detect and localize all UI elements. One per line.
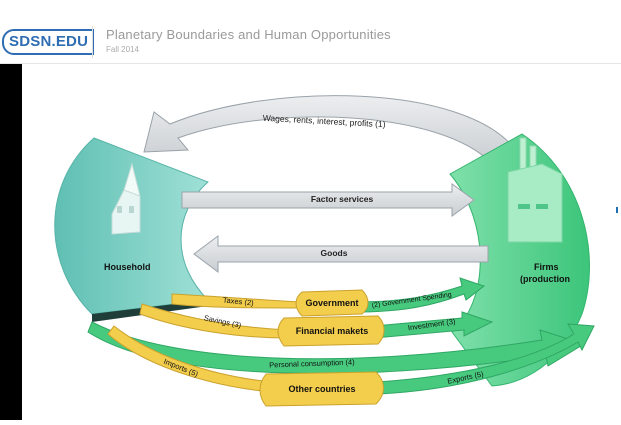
slide-content: Wages, rents, interest, profits (1) Hous…	[22, 64, 621, 420]
factory-icon	[507, 137, 563, 243]
logo-text: SDSN.EDU	[2, 29, 95, 55]
factor-services-arrow: Factor services	[181, 183, 475, 217]
left-black-bar	[0, 64, 22, 420]
household-label: Household	[104, 262, 151, 272]
goods-arrow: Goods	[193, 235, 489, 273]
firms-label-1: Firms	[534, 262, 559, 272]
government-label: Government	[305, 298, 358, 308]
consumption-label: Personal consumption (4)	[269, 357, 355, 369]
other-countries-label: Other countries	[288, 384, 355, 394]
financial-markets-label: Financial makets	[296, 326, 369, 336]
header-divider	[92, 26, 93, 58]
other-countries-node: Other countries	[259, 371, 384, 407]
taxes-label: Taxes (2)	[222, 295, 254, 307]
circular-flow-diagram: Wages, rents, interest, profits (1) Hous…	[54, 95, 595, 407]
government-spending-arrow: (2) Government Spending	[355, 277, 486, 313]
firms-label-2: (production	[520, 274, 570, 284]
course-term: Fall 2014	[106, 45, 139, 54]
wages-arrow: Wages, rents, interest, profits (1)	[143, 95, 515, 165]
right-edge-marker	[616, 207, 618, 213]
factor-services-label: Factor services	[311, 194, 374, 204]
government-node: Government	[295, 289, 369, 317]
financial-markets-node: Financial makets	[277, 315, 385, 347]
house-icon	[111, 162, 141, 235]
goods-label: Goods	[321, 248, 348, 258]
slide-header: SDSN.EDU Planetary Boundaries and Human …	[0, 0, 621, 64]
sdsn-logo[interactable]: SDSN.EDU	[2, 29, 95, 55]
course-title: Planetary Boundaries and Human Opportuni…	[106, 27, 391, 42]
